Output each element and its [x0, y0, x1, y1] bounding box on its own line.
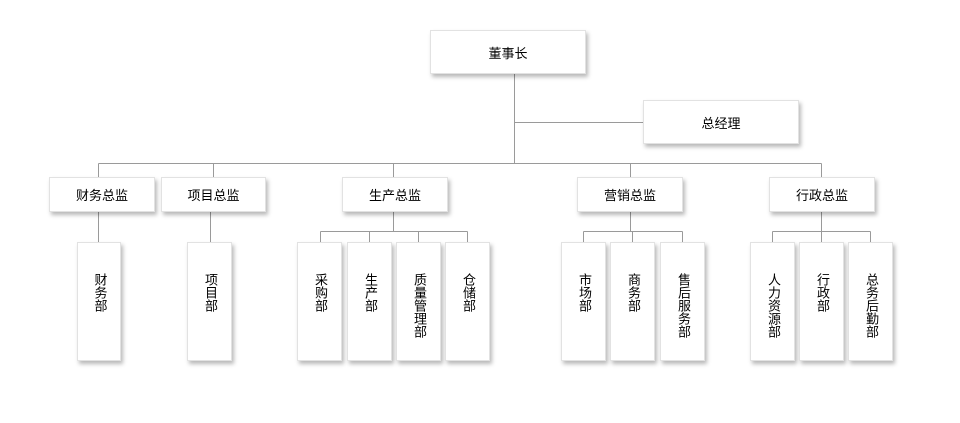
- node-director-marketing: 营销总监: [577, 177, 683, 212]
- director-label: 财务总监: [75, 189, 128, 204]
- node-dept-finance: 财务部: [77, 242, 121, 361]
- dept-label: 质量管理部: [411, 273, 426, 338]
- node-dept-administration: 行政部: [799, 242, 844, 361]
- director-label: 营销总监: [603, 189, 656, 204]
- dept-label: 生产部: [362, 273, 377, 312]
- node-director-admin: 行政总监: [769, 177, 875, 212]
- node-dept-production: 生产部: [347, 242, 392, 361]
- dept-label: 财务部: [91, 273, 107, 312]
- dept-label: 行政部: [814, 273, 829, 312]
- node-general-manager: 总经理: [643, 100, 799, 144]
- node-dept-logistics: 总务后勤部: [848, 242, 893, 361]
- director-label: 项目总监: [187, 189, 240, 204]
- node-dept-aftersales: 售后服务部: [660, 242, 705, 361]
- node-dept-commerce: 商务部: [610, 242, 655, 361]
- dept-label: 人力资源部: [765, 273, 780, 338]
- dept-label: 采购部: [312, 273, 327, 312]
- node-gm-label: 总经理: [701, 116, 741, 132]
- node-dept-hr: 人力资源部: [750, 242, 795, 361]
- node-director-production: 生产总监: [342, 177, 448, 212]
- node-chairman: 董事长: [430, 30, 586, 74]
- node-dept-project: 项目部: [187, 242, 232, 361]
- director-label: 行政总监: [795, 189, 848, 204]
- node-dept-purchasing: 采购部: [297, 242, 342, 361]
- director-label: 生产总监: [368, 189, 421, 204]
- dept-label: 售后服务部: [675, 273, 690, 338]
- dept-label: 仓储部: [460, 273, 475, 312]
- node-chairman-label: 董事长: [488, 46, 528, 62]
- node-director-finance: 财务总监: [49, 177, 155, 212]
- node-director-project: 项目总监: [161, 177, 266, 212]
- node-dept-quality: 质量管理部: [396, 242, 441, 361]
- dept-label: 市场部: [576, 273, 591, 312]
- dept-label: 项目部: [202, 273, 217, 312]
- node-dept-warehouse: 仓储部: [445, 242, 490, 361]
- node-dept-market: 市场部: [561, 242, 606, 361]
- dept-label: 总务后勤部: [863, 273, 878, 338]
- dept-label: 商务部: [625, 273, 640, 312]
